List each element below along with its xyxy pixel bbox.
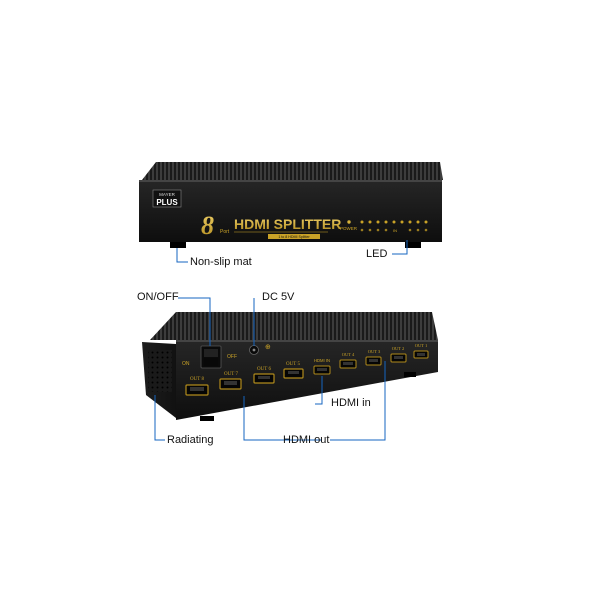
non-slip-foot xyxy=(404,372,416,377)
hdmi-out-1-port[interactable] xyxy=(413,350,429,359)
non-slip-foot xyxy=(200,416,214,421)
callout-hdmi-out: HDMI out xyxy=(283,434,330,446)
led xyxy=(416,220,420,224)
led xyxy=(400,220,404,224)
rear-view-device: ON OFF ⊕ HDMI IN OUT 8 OUT 7 OUT 6 OUT 5 xyxy=(142,312,438,421)
led xyxy=(384,220,388,224)
out-8-label: OUT 8 xyxy=(190,377,204,382)
radiating-vents xyxy=(148,350,172,392)
callout-radiating: Radiating xyxy=(167,434,214,446)
led-row-lower xyxy=(360,228,428,232)
callout-hdmi-in: HDMI in xyxy=(331,397,371,409)
brand-logo xyxy=(152,189,182,208)
callout-non-slip-mat: Non-slip mat xyxy=(190,256,252,268)
callout-lines-top xyxy=(176,240,408,263)
port-count-numeral: 8 xyxy=(201,211,214,240)
dc-polarity-symbol: ⊕ xyxy=(265,343,271,351)
hdmi-out-8-port[interactable] xyxy=(185,384,209,396)
led xyxy=(360,220,364,224)
hdmi-out-7-port[interactable] xyxy=(219,378,242,390)
switch-off-label: OFF xyxy=(227,354,237,360)
led xyxy=(408,220,412,224)
hdmi-out-2-port[interactable] xyxy=(390,353,407,363)
hdmi-out-6-port[interactable] xyxy=(253,373,275,384)
out-5-label: OUT 5 xyxy=(286,362,300,367)
power-label: POWER xyxy=(340,226,358,231)
led-row xyxy=(360,220,428,224)
callout-lines-bottom xyxy=(154,297,386,441)
front-view-device: MAYER PLUS 8 Port HDMI SPLITTER 1 to 8 H… xyxy=(139,162,443,248)
led xyxy=(392,220,396,224)
hdmi-out-5-port[interactable] xyxy=(283,368,304,379)
hdmi-in-port-label: HDMI IN xyxy=(314,358,330,363)
non-slip-foot xyxy=(405,242,421,248)
brand-logo-text: PLUS xyxy=(156,198,178,207)
led xyxy=(424,220,428,224)
callout-on-off: ON/OFF xyxy=(137,291,179,303)
led xyxy=(368,220,372,224)
out-1-label: OUT 1 xyxy=(415,343,428,348)
non-slip-foot xyxy=(170,242,186,248)
callout-led: LED xyxy=(366,248,388,260)
out-7-label: OUT 7 xyxy=(224,372,238,377)
brand-logo-prefix: MAYER xyxy=(159,192,175,197)
power-led xyxy=(347,220,351,224)
product-subtitle: 1 to 8 HDMI Splitter xyxy=(278,235,310,239)
led xyxy=(376,220,380,224)
out-2-label: OUT 2 xyxy=(392,346,405,351)
hdmi-out-4-port[interactable] xyxy=(339,359,357,369)
out-4-label: OUT 4 xyxy=(342,352,355,357)
callout-dc-5v: DC 5V xyxy=(262,291,295,303)
out-3-label: OUT 3 xyxy=(368,349,381,354)
switch-on-label: ON xyxy=(182,361,190,367)
hdmi-out-3-port[interactable] xyxy=(365,356,382,366)
product-title: HDMI SPLITTER xyxy=(234,216,341,232)
input-label: IN xyxy=(393,228,397,233)
port-count-suffix: Port xyxy=(220,229,230,235)
out-6-label: OUT 6 xyxy=(257,367,271,372)
hdmi-in-port[interactable] xyxy=(313,365,331,375)
